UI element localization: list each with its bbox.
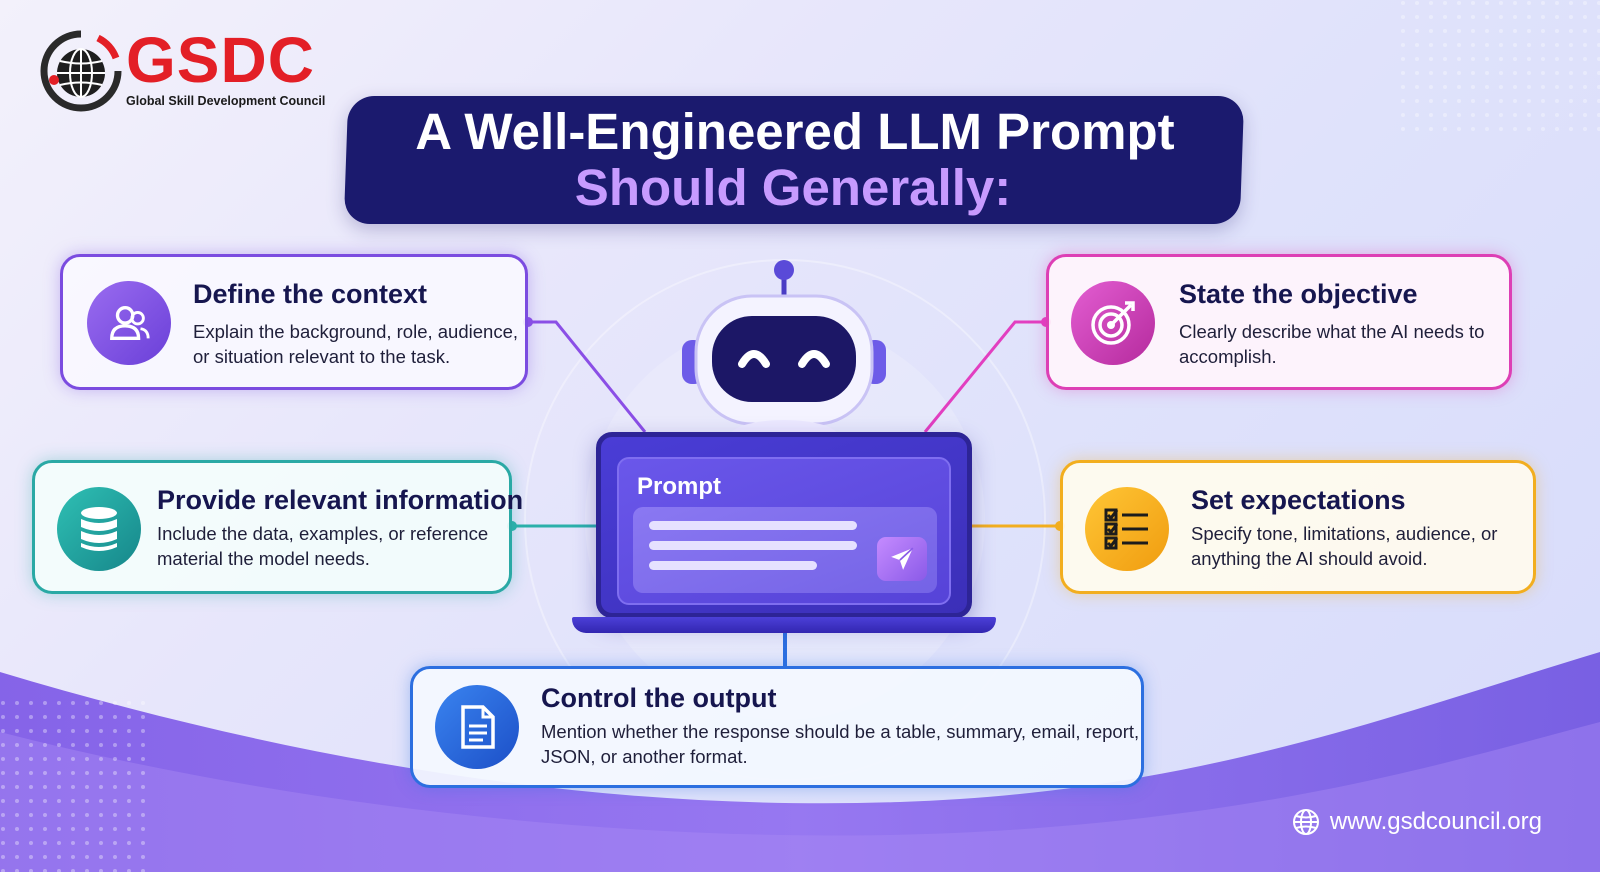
title-banner: A Well-Engineered LLM Prompt Should Gene… bbox=[343, 96, 1245, 224]
card-heading: State the objective bbox=[1179, 279, 1418, 309]
decorative-dots-left bbox=[0, 700, 150, 872]
card-control-output: Control the output Mention whether the r… bbox=[410, 666, 1144, 788]
robot-illustration bbox=[682, 260, 886, 438]
send-icon bbox=[891, 547, 914, 570]
checklist-icon bbox=[1085, 487, 1169, 571]
gsdc-logo[interactable]: GSDC Global Skill Development Council bbox=[38, 28, 328, 114]
card-heading: Set expectations bbox=[1191, 485, 1406, 515]
prompt-text-line bbox=[649, 561, 817, 570]
card-text: Mention whether the response should be a… bbox=[541, 721, 1140, 767]
logo-subtitle: Global Skill Development Council bbox=[126, 94, 326, 108]
decorative-dots bbox=[1400, 0, 1600, 140]
card-state-objective: State the objective Clearly describe wha… bbox=[1046, 254, 1512, 390]
prompt-text-line bbox=[649, 521, 857, 530]
globe-icon bbox=[1292, 809, 1319, 835]
send-button[interactable] bbox=[877, 537, 927, 581]
card-text: Explain the background, role, audience, … bbox=[193, 321, 518, 367]
card-heading: Provide relevant information bbox=[157, 485, 524, 515]
card-text: Clearly describe what the AI needs to ac… bbox=[1179, 321, 1485, 367]
globe-logo-icon bbox=[40, 30, 122, 112]
laptop-screen: Prompt bbox=[596, 432, 972, 618]
card-define-context: Define the context Explain the backgroun… bbox=[60, 254, 528, 390]
website-url[interactable]: www.gsdcouncil.org bbox=[1329, 808, 1542, 835]
target-icon bbox=[1071, 281, 1155, 365]
card-provide-information: Provide relevant information Include the… bbox=[32, 460, 523, 594]
card-text: Specify tone, limitations, audience, or … bbox=[1191, 523, 1498, 569]
prompt-input[interactable] bbox=[633, 507, 937, 593]
prompt-panel: Prompt bbox=[617, 457, 951, 605]
logo-brand-text: GSDC bbox=[126, 24, 315, 96]
users-icon bbox=[87, 281, 171, 365]
prompt-text-line bbox=[649, 541, 857, 550]
page-title: A Well-Engineered LLM Prompt bbox=[415, 103, 1175, 160]
laptop-base bbox=[572, 617, 996, 633]
document-icon bbox=[435, 685, 519, 769]
page-subtitle: Should Generally: bbox=[574, 159, 1012, 216]
prompt-label: Prompt bbox=[637, 473, 721, 500]
card-set-expectations: Set expectations Specify tone, limitatio… bbox=[1060, 460, 1536, 594]
database-icon bbox=[57, 487, 141, 571]
website-link[interactable]: www.gsdcouncil.org bbox=[1292, 808, 1542, 836]
card-text: Include the data, examples, or reference… bbox=[157, 523, 489, 569]
card-heading: Control the output bbox=[541, 683, 777, 713]
card-heading: Define the context bbox=[193, 279, 428, 309]
